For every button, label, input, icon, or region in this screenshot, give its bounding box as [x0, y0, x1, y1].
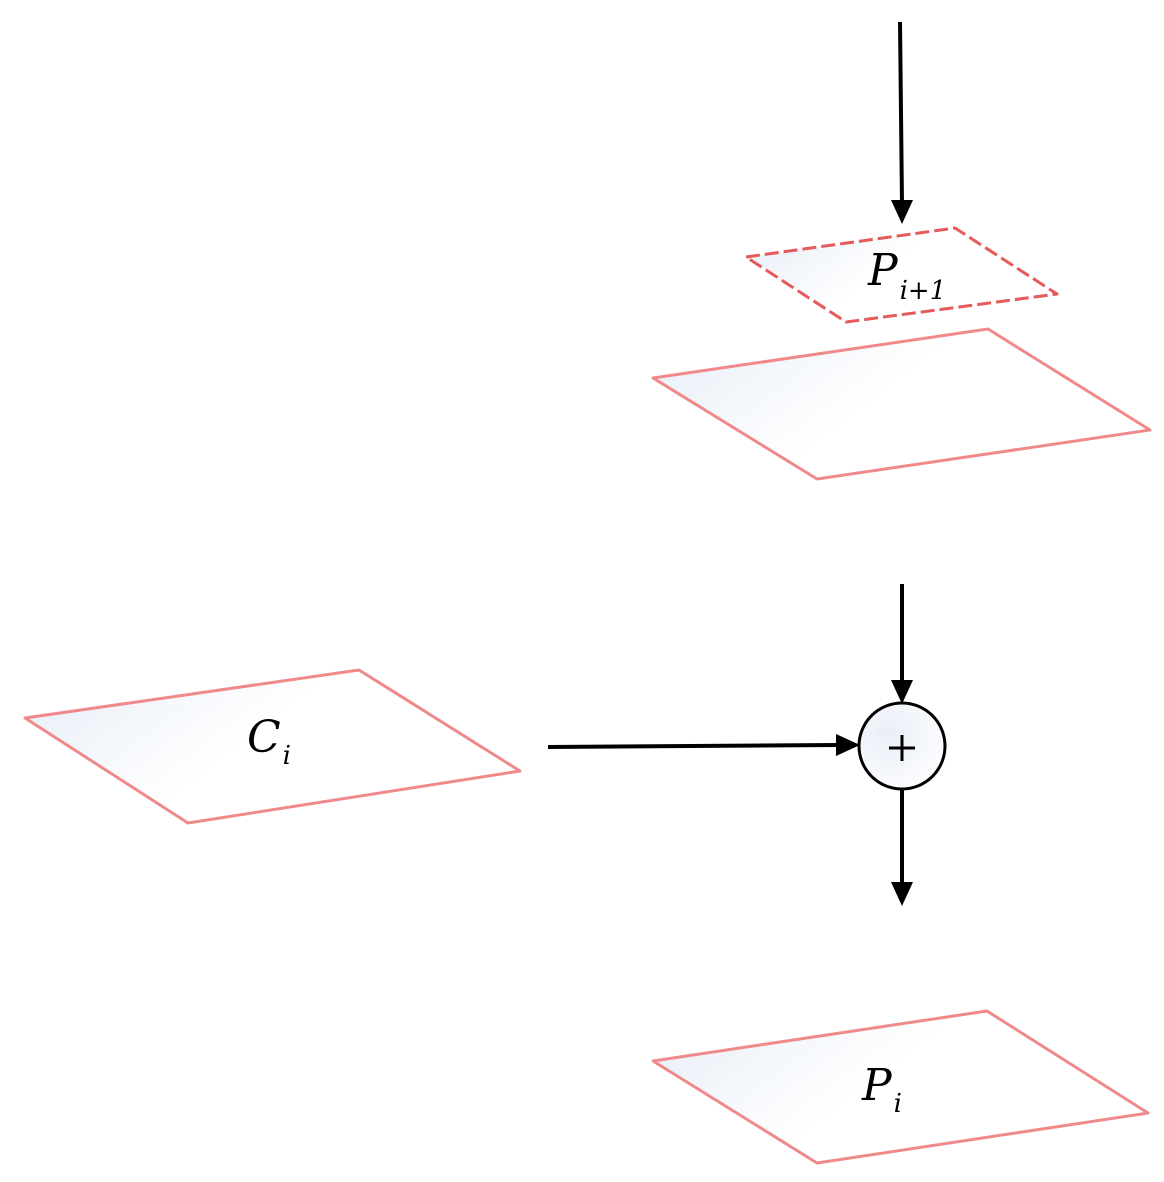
plane-p-next: Pi+1 — [744, 226, 1059, 324]
arrow-into-sum-top — [891, 584, 913, 704]
c-label-main: C — [247, 712, 281, 763]
p-next-label-main: P — [867, 245, 899, 296]
p-next-label-sub: i+1 — [900, 276, 947, 306]
svg-text:Ci: Ci — [247, 712, 291, 771]
sum-node — [857, 701, 947, 791]
p-label-main: P — [861, 1060, 893, 1111]
svg-text:Pi+1: Pi+1 — [867, 245, 946, 306]
arrow-c-to-sum — [547, 734, 860, 756]
svg-text:Pi: Pi — [861, 1060, 902, 1119]
plane-upsampled — [651, 327, 1152, 481]
arrow-into-p-next — [891, 21, 913, 224]
p-label-sub: i — [894, 1089, 902, 1119]
arrow-out-of-sum — [891, 789, 913, 906]
c-label-sub: i — [283, 741, 291, 771]
plane-c: Ci — [23, 668, 522, 825]
plane-p: Pi — [651, 1009, 1150, 1165]
